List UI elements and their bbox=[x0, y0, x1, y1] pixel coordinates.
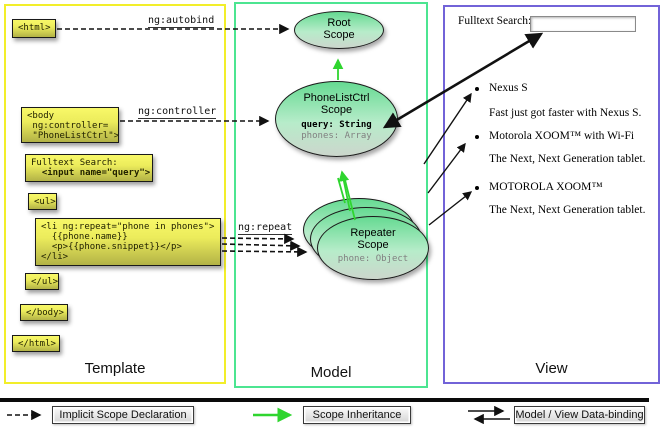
root-scope-ellipse: Root Scope bbox=[294, 11, 384, 49]
legend-separator bbox=[0, 398, 649, 402]
repeater-scope-ellipse-front: Repeater Scope phone: Object bbox=[317, 216, 429, 280]
view-item-desc: Fast just got faster with Nexus S. bbox=[489, 107, 642, 119]
code-body-close: </body> bbox=[20, 304, 68, 321]
list-bullet bbox=[475, 87, 479, 91]
legend-model-view-binding: Model / View Data-binding bbox=[514, 406, 645, 424]
code-fulltext-search: Fulltext Search: <input name="query"> bbox=[25, 154, 153, 182]
legend-implicit-scope: Implicit Scope Declaration bbox=[52, 406, 194, 424]
code-ul-close: </ul> bbox=[25, 273, 59, 290]
view-panel-label: View bbox=[535, 360, 568, 377]
model-panel-label: Model bbox=[310, 364, 352, 381]
ng-controller-label: ng:controller bbox=[138, 106, 217, 119]
ng-repeat-label: ng:repeat bbox=[238, 222, 293, 235]
list-bullet bbox=[475, 135, 479, 139]
phonelistctrl-scope-ellipse: PhoneListCtrl Scope query: String phones… bbox=[275, 81, 398, 157]
code-body-open: <body ng:controller= "PhoneListCtrl"> bbox=[21, 107, 119, 143]
view-item-desc: The Next, Next Generation tablet. bbox=[489, 204, 646, 216]
query-prop: query: String bbox=[301, 120, 372, 130]
phones-prop: phones: Array bbox=[301, 131, 372, 141]
view-panel: View bbox=[443, 5, 660, 384]
list-bullet bbox=[475, 186, 479, 190]
code-ul-open: <ul> bbox=[28, 193, 57, 210]
model-panel: Model bbox=[234, 2, 428, 388]
view-search-label: Fulltext Search: bbox=[458, 15, 532, 27]
view-item-title: Nexus S bbox=[489, 82, 528, 94]
fulltext-search-input[interactable] bbox=[530, 16, 636, 32]
phone-prop: phone: Object bbox=[337, 254, 409, 264]
view-item-desc: The Next, Next Generation tablet. bbox=[489, 153, 646, 165]
code-li-repeat: <li ng:repeat="phone in phones"> {{phone… bbox=[35, 218, 221, 266]
code-html-close: </html> bbox=[12, 335, 60, 352]
ng-autobind-label: ng:autobind bbox=[148, 15, 215, 28]
view-item-title: Motorola XOOM™ with Wi-Fi bbox=[489, 130, 635, 142]
legend-scope-inheritance: Scope Inheritance bbox=[303, 406, 411, 424]
code-html-open: <html> bbox=[12, 19, 56, 38]
view-item-title: MOTOROLA XOOM™ bbox=[489, 181, 603, 193]
template-panel-label: Template bbox=[84, 360, 146, 377]
